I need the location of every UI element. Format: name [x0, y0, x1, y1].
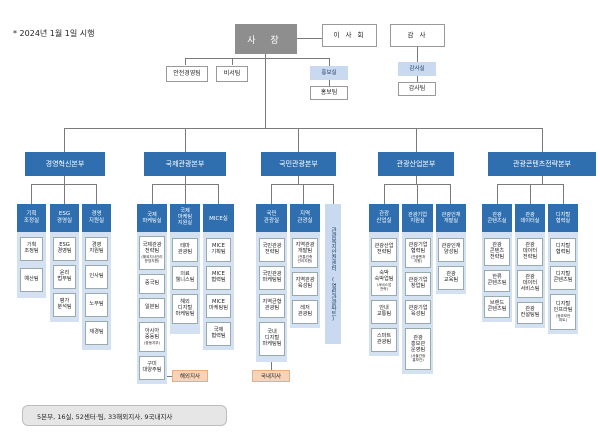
summary-footer: 5본부, 16실, 52센터·팀, 33해외지사, 9국내지사: [22, 405, 227, 426]
team-asia-middle-east: 아시아 중동팀 (중동지부): [139, 322, 165, 352]
team-tourism-business-cooperation: 관광기업 협력팀 (관광벤처 지원): [405, 238, 431, 268]
team-tourism-business-cooperation-note: (관광벤처 지원): [410, 254, 426, 263]
team-intl-tourism-strategy-label: 국제관광 전략팀: [142, 241, 162, 254]
team-planning: 기획 조정팀: [20, 237, 43, 261]
team-asia-middle-east-label: 아시아 중동팀: [144, 327, 160, 340]
team-ethics-legal: 윤리 법무팀: [53, 265, 76, 289]
team-domestic-digital-marketing: 국내 디지털 마케팅팀: [259, 322, 285, 356]
board-box: 이 사 회: [322, 24, 377, 47]
group-tourism-talent: 관광인재 개발실: [436, 204, 466, 232]
team-tourism-education: 관광 교육팀: [438, 266, 464, 290]
team-intl-cooperation: 국제 협력팀: [206, 322, 231, 346]
group-tourism-content: 관광 콘텐츠실: [482, 204, 512, 232]
team-brand-content: 브랜드 콘텐츠팀: [484, 296, 510, 318]
group-management-support: 경영 지원실: [82, 204, 111, 232]
team-guide-transport: 안내 교통팀: [371, 300, 397, 324]
team-regional-promotion: 지역관광 육성팀: [292, 272, 318, 296]
team-esg: ESG 경영팀: [53, 237, 76, 261]
effective-date-note: * 2024년 1월 1일 시행: [13, 29, 95, 38]
team-tourism-industry-strategy: 관광산업 전략팀: [371, 238, 397, 262]
safety-management-team: 안전경영팀: [166, 66, 208, 82]
team-tourism-consulting: 관광 컨설팅팀: [517, 302, 543, 324]
team-mice-cooperation: MICE 협력팀: [206, 266, 231, 290]
team-digital-infrastructure-label: 디지털 인프라팀: [553, 300, 573, 313]
team-china: 중국팀: [139, 274, 165, 294]
group-international-marketing-support: 국제 마케팅 지원실: [170, 204, 200, 232]
team-regional-development: 지역관광 개발팀 (전통건축 관리지원): [292, 238, 318, 268]
tourism-welfare-safety-center: 관광복지안전센터 (열린관광파트): [325, 204, 341, 344]
hq-international-tourism: 국제관광본부: [144, 152, 226, 176]
group-tourism-business-support: 관광기업 지원실: [402, 204, 433, 232]
team-content-strategy: 관광 콘텐츠 전략팀: [484, 238, 510, 266]
team-asia-middle-east-note: (중동지부): [143, 340, 161, 345]
group-regional-tourism: 지역 관광실: [290, 204, 320, 232]
team-medical-wellness: 의료 웰니스팀: [172, 266, 198, 290]
team-domestic-tourism-strategy: 국민관광 전략팀: [259, 238, 285, 262]
team-intl-tourism-strategy: 국제관광 전략팀 (해외지사관리 운영지원): [139, 236, 165, 270]
team-tourism-talent-training: 관광인재 양성팀: [438, 238, 464, 262]
group-international-marketing: 국제 마케팅실: [137, 204, 167, 232]
team-tourism-startup: 관광기업 창업팀: [405, 272, 431, 296]
auditor-box: 감 사: [390, 24, 445, 47]
team-budget: 예산팀: [20, 268, 43, 292]
group-tourism-industry: 관광 산업실: [369, 204, 399, 232]
hq-tourism-content-strategy: 관광콘텐츠전략본부: [488, 152, 596, 176]
team-lodging-label: 숙박 숙박업팀: [374, 269, 394, 282]
secretary-team: 비서팀: [216, 66, 248, 82]
team-lodging-note: (서비스업 전략): [376, 282, 392, 291]
team-management-support: 경영 지원팀: [85, 237, 108, 261]
team-data-strategy: 관광 데이터 전략팀: [517, 238, 543, 266]
team-data-service: 관광 데이터 서비스팀: [517, 270, 543, 298]
team-evaluation: 평가 분석팀: [53, 293, 76, 317]
team-tourism-pr-hall: 관광 홍보관 운영팀 (서울관광 홍보관): [405, 328, 431, 370]
ceo-box: 사 장: [235, 24, 297, 54]
group-mice: MICE실: [203, 204, 234, 232]
team-japan: 일본팀: [139, 298, 165, 318]
team-digital-infrastructure: 디지털 인프라팀 (정보보안 파트): [550, 294, 576, 330]
team-tourism-business-cooperation-label: 관광기업 협력팀: [408, 241, 428, 254]
team-labor: 노무팀: [85, 293, 108, 317]
team-overseas-digital-marketing: 해외 디지털 마케팅팀: [172, 294, 198, 324]
team-mice-planning: MICE 기획팀: [206, 238, 231, 262]
team-lodging: 숙박 숙박업팀 (서비스업 전략): [371, 266, 397, 296]
group-domestic-tourism: 국민 관광실: [256, 204, 287, 232]
team-regional-balance: 지역균형 관광팀: [259, 294, 285, 318]
public-relations-office: 홍보실: [310, 66, 348, 80]
audit-team: 감사팀: [398, 82, 436, 96]
audit-office: 감사실: [398, 62, 436, 76]
team-finance: 재경팀: [85, 321, 108, 345]
team-smart-tourism: 스마트 관광팀: [371, 328, 397, 352]
group-tourism-data: 관광 데이터실: [515, 204, 545, 232]
hq-management-innovation: 경영혁신본부: [25, 152, 105, 176]
overseas-branches: 해외지사: [172, 370, 208, 382]
team-hallyu-content: 한류 콘텐츠팀: [484, 270, 510, 292]
team-tourism-pr-hall-note: (서울관광 홍보관): [410, 353, 426, 362]
team-digital-infrastructure-note: (정보보안 파트): [555, 313, 571, 322]
team-theme-tourism: 테마 관광팀: [172, 238, 198, 262]
team-americas-oceania: 구미 대양주팀: [139, 356, 165, 380]
team-hr: 인사팀: [85, 265, 108, 289]
team-tourism-pr-hall-label: 관광 홍보관 운영팀: [410, 334, 426, 353]
public-relations-team: 홍보팀: [310, 86, 348, 100]
team-tourism-business-growth: 관광기업 육성팀: [405, 300, 431, 324]
hq-tourism-industry: 관광산업본부: [378, 152, 454, 176]
hq-domestic-tourism: 국민관광본부: [261, 152, 336, 176]
team-digital-content: 디지털 콘텐츠팀: [550, 266, 576, 290]
team-digital-cooperation: 디지털 협력팀: [550, 238, 576, 262]
team-regional-development-label: 지역관광 개발팀: [295, 241, 315, 254]
team-domestic-tourism-marketing: 국민관광 마케팅팀: [259, 266, 285, 290]
group-esg-management: ESG 경영실: [50, 204, 79, 232]
team-leisure-tourism: 레저 관광팀: [292, 300, 318, 324]
domestic-branches: 국내지사: [252, 370, 290, 382]
team-intl-tourism-strategy-note: (해외지사관리 운영지원): [141, 254, 163, 263]
group-planning-coordination: 기획 조정실: [17, 204, 46, 232]
team-regional-development-note: (전통건축 관리지원): [297, 254, 313, 263]
team-mice-marketing: MICE 마케팅팀: [206, 294, 231, 318]
group-digital-cooperation: 디지털 협력실: [548, 204, 578, 232]
